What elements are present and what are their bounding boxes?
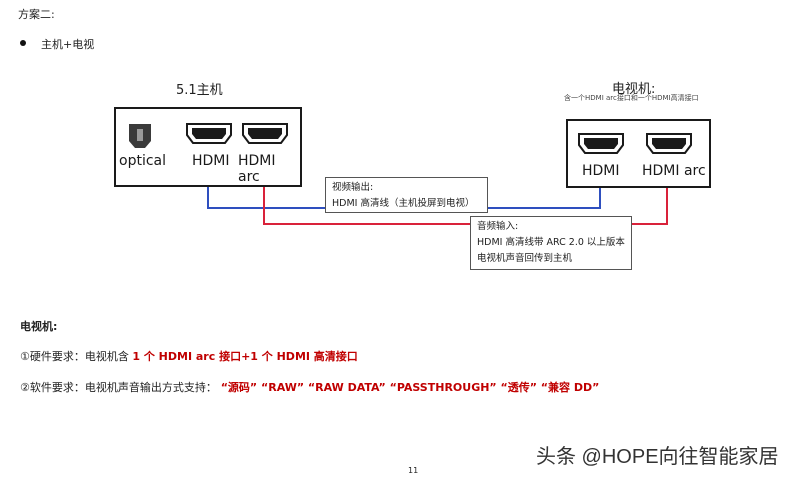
- audio-callout-detail: HDMI 高清线带 ARC 2.0 以上版本: [477, 237, 625, 248]
- audio-cable-line: [263, 170, 668, 225]
- tv-section-heading: 电视机:: [20, 320, 58, 333]
- tv-hdmi-arc-port-label: HDMI arc: [642, 163, 706, 179]
- optical-port-label: optical: [119, 153, 166, 169]
- host-label: 5.1主机: [176, 83, 223, 98]
- hdmi-arc-port-label: HDMI arc: [238, 153, 276, 185]
- video-output-callout: 视频输出: HDMI 高清线（主机投屏到电视）: [325, 177, 488, 213]
- bullet-dot: [20, 40, 26, 46]
- page-number: 11: [408, 466, 419, 475]
- video-callout-title: 视频输出:: [332, 182, 374, 193]
- tv-hdmi-port-label: HDMI: [582, 163, 620, 179]
- tv-device: HDMI HDMI arc: [566, 119, 711, 188]
- scheme-title: 方案二:: [18, 8, 55, 21]
- tv-label: 电视机:: [612, 82, 656, 97]
- hdmi-arc-port-icon: [242, 123, 288, 144]
- hardware-requirement-label: ①硬件要求：电视机含: [20, 350, 133, 363]
- video-callout-detail: HDMI 高清线（主机投屏到电视）: [332, 198, 475, 209]
- host-device: optical HDMI HDMI arc: [114, 107, 302, 187]
- optical-port-icon: [129, 124, 151, 148]
- hdmi-port-label: HDMI: [192, 153, 230, 169]
- tv-hdmi-arc-port-icon: [646, 133, 692, 154]
- watermark: 头条 @HOPE向往智能家居: [536, 446, 779, 468]
- tv-hdmi-port-icon: [578, 133, 624, 154]
- audio-callout-title: 音频输入:: [477, 221, 519, 232]
- software-requirement-label: ②软件要求：电视机声音输出方式支持：: [20, 381, 217, 394]
- audio-input-callout: 音频输入: HDMI 高清线带 ARC 2.0 以上版本 电视机声音回传到主机: [470, 216, 632, 270]
- software-requirement: ②软件要求：电视机声音输出方式支持： “源码” “RAW” “RAW DATA”…: [20, 379, 599, 395]
- bullet-text: 主机+电视: [41, 38, 95, 51]
- hardware-requirement: ①硬件要求：电视机含 1 个 HDMI arc 接口+1 个 HDMI 高清接口: [20, 348, 358, 364]
- hdmi-port-icon: [186, 123, 232, 144]
- audio-callout-note: 电视机声音回传到主机: [477, 253, 573, 264]
- software-requirement-highlight: “源码” “RAW” “RAW DATA” “PASSTHROUGH” “透传”…: [216, 381, 600, 394]
- tv-sublabel: 含一个HDMI arc接口和一个HDMI高清接口: [564, 94, 699, 102]
- hardware-requirement-highlight: 1 个 HDMI arc 接口+1 个 HDMI 高清接口: [132, 350, 358, 363]
